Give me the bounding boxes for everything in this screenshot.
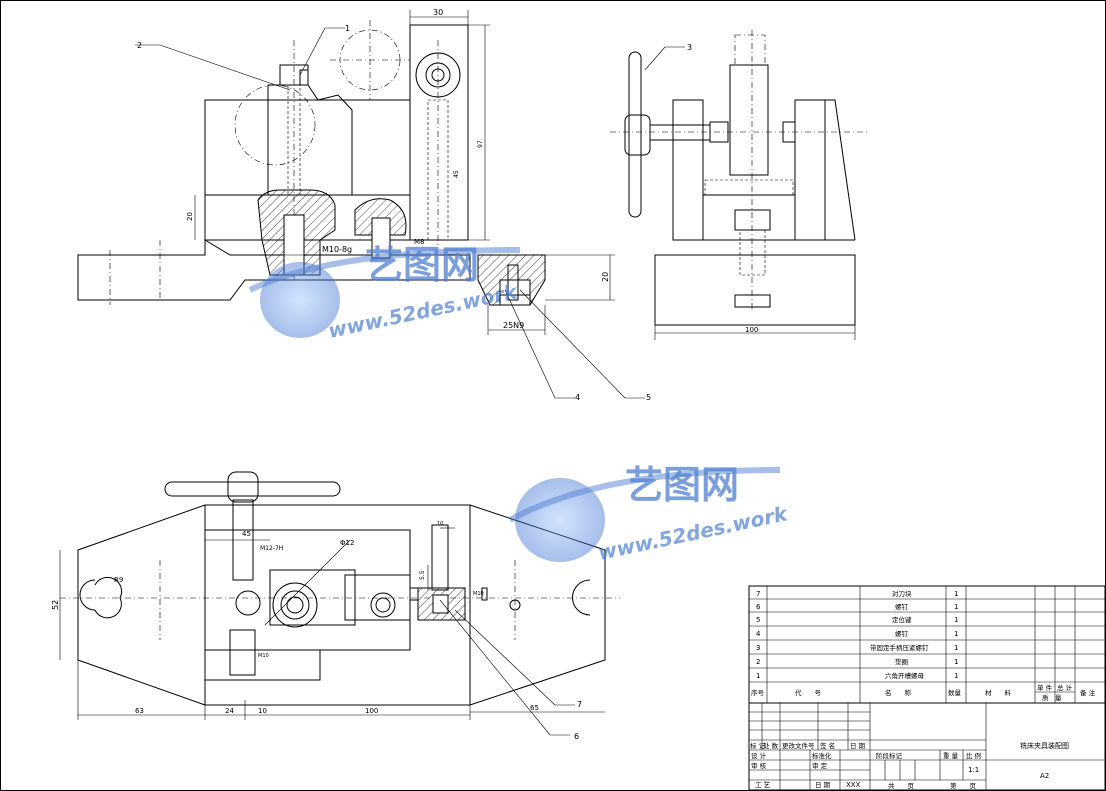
title-label-process: 工 艺 [755,781,771,789]
balloon-2: 2 [137,41,142,50]
drawing-format: A2 [1040,772,1049,780]
parts-header-material: 材 料 [985,688,1012,697]
dim-left-height: 20 [186,212,194,221]
front-view [77,10,645,399]
balloon-4: 4 [575,393,580,402]
balloon-1: 1 [345,24,350,33]
title-label-date2: 日 期 [815,781,831,789]
dim-45: 45 [242,530,251,538]
parts-row-name: 定位键 [892,615,912,624]
title-label-review: 审 核 [751,761,767,770]
dim-plan-b: 10 [258,707,267,715]
parts-row-no: 5 [756,616,760,624]
parts-header-qty: 数量 [948,688,962,697]
title-date-value: XXX [846,781,861,789]
parts-header-remark: 备 注 [1080,688,1096,697]
title-label-design: 设 计 [751,751,767,760]
dim-plan-total: 100 [365,707,378,715]
dim-m10b: M10 [258,653,269,659]
parts-row-no: 7 [756,590,760,598]
parts-row-name: 垫圈 [895,657,908,666]
title-label-sign: 签 名 [820,741,835,750]
parts-row-qty: 1 [954,616,958,624]
parts-row-no: 6 [756,603,761,611]
dim-phi12: Φ12 [340,539,354,547]
dim-inner-height: 45 [453,170,460,178]
parts-row-no: 3 [756,644,760,652]
dim-radius: R9 [114,576,123,584]
balloon-7: 7 [577,700,582,709]
dim-side-width: 100 [745,326,758,334]
dim-m12: M12-7H [260,545,283,552]
parts-row-name: 对刀块 [892,589,912,598]
parts-row-name: 六角开槽螺母 [885,671,925,680]
parts-header-code: 代 号 [795,688,822,697]
parts-header-weight: 质 量 [1042,693,1062,702]
side-view [610,30,870,340]
parts-row-qty: 1 [954,630,958,638]
title-label-sheet: 第 页 [950,781,977,790]
watermark-url-2: www.52des.work [596,501,791,565]
parts-header-unit-weight: 单 件 [1037,683,1053,692]
dim-thread-small: M8 [414,238,425,246]
dim-plan-a: 24 [225,707,234,715]
title-scale-value: 1:1 [968,766,979,774]
balloon-5: 5 [646,393,651,402]
parts-row-no: 1 [756,672,760,680]
title-label-weight: 重 量 [943,752,959,760]
dim-plan-left: 63 [135,707,144,715]
title-label-mark: 标 记 [750,741,766,750]
watermark-brand-1: 艺图网 [365,243,479,287]
dim-base-height: 20 [601,272,610,282]
plan-view [59,471,620,736]
watermark-url-1: www.52des.work [326,279,521,343]
balloon-6: 6 [574,732,579,741]
dim-m10: M10 [473,591,484,597]
title-label-total-sheets: 共 页 [888,781,915,790]
parts-row-qty: 1 [954,672,958,680]
dim-slot-width: 25N9 [503,321,524,330]
parts-row-name: 带固定手柄压紧螺钉 [870,643,929,652]
parts-row-no: 2 [756,658,760,666]
parts-header-no: 序号 [751,688,765,697]
drawing-title: 铣床夹具装配图 [1020,741,1069,750]
watermark-brand-2: 艺图网 [625,463,739,507]
title-label-standard: 标准化 [812,751,832,760]
parts-row-name: 螺钉 [895,629,909,638]
dim-right-height: 97 [477,140,484,148]
dim-thread: M10-8g [322,245,352,254]
title-label-check: 审 定 [812,761,828,770]
dim-55: 5.5 [419,570,426,580]
dim-plan-height: 52 [51,600,60,610]
title-label-count: 处 数 [763,741,779,750]
watermark-2 [508,467,781,562]
parts-header-name: 名 称 [885,688,912,697]
parts-row-qty: 1 [954,644,958,652]
parts-row-qty: 1 [954,590,958,598]
parts-header-total-weight: 总 计 [1057,683,1073,692]
dim-plan-right: 65 [530,704,539,712]
dim-top-width: 30 [433,8,443,17]
title-label-change-doc: 更改文件号 [782,741,815,750]
title-label-date: 日 期 [850,742,866,750]
title-label-stage: 阶段标记 [876,751,903,760]
parts-row-qty: 1 [954,603,958,611]
parts-row-no: 4 [756,630,761,638]
watermark-1 [248,247,521,338]
title-block [748,702,1106,791]
title-label-scale: 比 例 [966,751,981,760]
parts-row-name: 螺钉 [895,602,909,611]
dim-10: 10 [437,521,443,527]
balloon-3: 3 [687,43,692,52]
parts-row-qty: 1 [954,658,958,666]
